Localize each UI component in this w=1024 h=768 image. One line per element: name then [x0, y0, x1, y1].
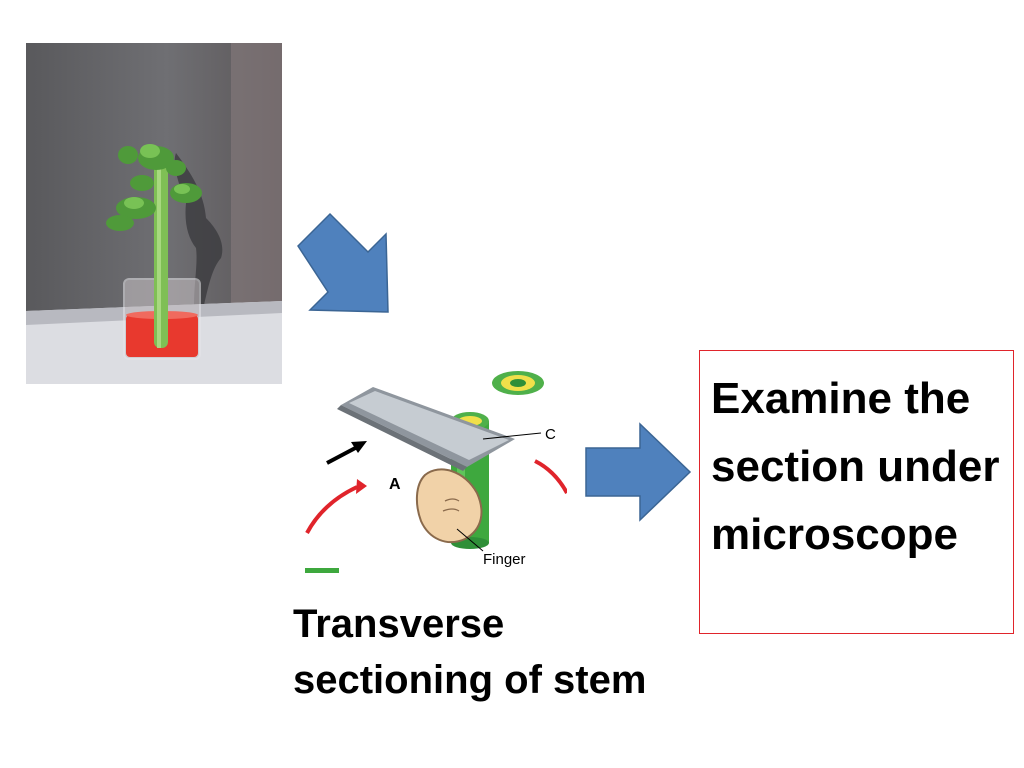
label-c: C: [545, 426, 556, 443]
celery-dye-photo: [26, 43, 282, 384]
down-right-arrow-icon: [297, 212, 389, 313]
sectioning-caption: Transverse sectioning of stem: [293, 602, 647, 702]
examine-microscope-box: Examine the section under microscope: [699, 350, 1014, 634]
stem-cross-section-icon: [492, 371, 544, 395]
right-arrow-icon: [585, 422, 692, 522]
rotation-arc-right: [534, 459, 567, 494]
razor-blade-icon: [337, 387, 515, 471]
rotation-arc-left: [305, 485, 358, 534]
stem-sectioning-illustration: A Finger C: [305, 343, 567, 576]
finger-icon: [415, 468, 483, 544]
label-a: A: [389, 476, 401, 493]
label-finger: Finger: [483, 551, 526, 568]
